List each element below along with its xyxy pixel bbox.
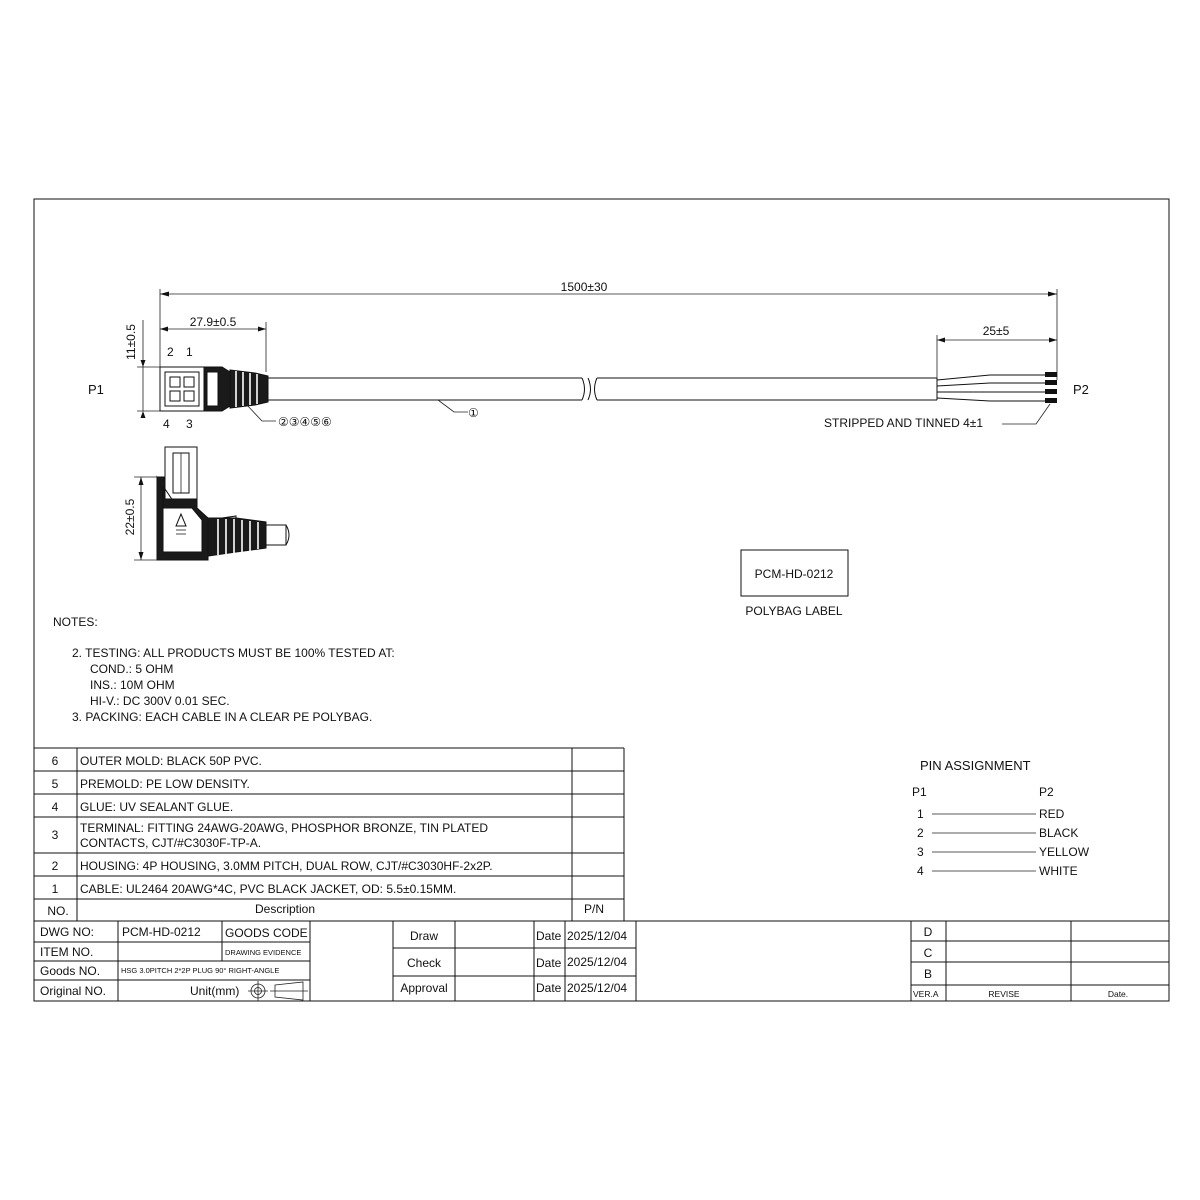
bom-row-desc-cont: CONTACTS, CJT/#C3030F-TP-A. — [80, 836, 261, 850]
date-label-draw: Date — [536, 929, 562, 943]
callout-leader-stripped — [1002, 403, 1051, 425]
connector-top-view — [159, 366, 269, 412]
revision-revise-label: REVISE — [988, 989, 1020, 999]
pin-row-p2: WHITE — [1039, 864, 1078, 878]
cable — [268, 377, 938, 401]
pin-row-p1: 1 — [917, 807, 924, 821]
callout-leader-parts — [245, 403, 276, 422]
revision-row-d: D — [924, 925, 933, 939]
date-label-check: Date — [536, 956, 562, 970]
stripped-note: STRIPPED AND TINNED 4±1 — [824, 416, 983, 430]
callout-parts: ②③④⑤⑥ — [278, 415, 332, 429]
pin-row-p2: YELLOW — [1039, 845, 1090, 859]
pin-assignment-title: PIN ASSIGNMENT — [920, 758, 1031, 773]
pin-row-p1: 2 — [917, 826, 924, 840]
bom-header-pn: P/N — [584, 902, 604, 916]
revision-row-b: B — [924, 967, 932, 981]
bom-row-no: 2 — [52, 859, 59, 873]
revision-row-c: C — [924, 946, 933, 960]
notes-line: INS.: 10M OHM — [90, 678, 175, 692]
check-label: Check — [407, 956, 442, 970]
polybag-label-box — [740, 549, 849, 597]
connector-side-view — [156, 446, 290, 561]
notes-line: HI-V.: DC 300V 0.01 SEC. — [90, 694, 230, 708]
goods-code-label: GOODS CODE — [225, 926, 308, 940]
date-label-approval: Date — [536, 981, 562, 995]
dim-connector-height: 11±0.5 — [124, 320, 160, 418]
pin-row-p1: 3 — [917, 845, 924, 859]
dwg-no-label: DWG NO: — [40, 925, 94, 939]
date-value-check: 2025/12/04 — [567, 955, 627, 969]
bom-row-desc: TERMINAL: FITTING 24AWG-20AWG, PHOSPHOR … — [80, 821, 488, 835]
notes-line: COND.: 5 OHM — [90, 662, 173, 676]
dim-total-length: 1500±30 — [159, 280, 1058, 380]
original-no-label: Original NO. — [40, 984, 106, 998]
bom-row-desc: GLUE: UV SEALANT GLUE. — [80, 800, 233, 814]
pin-assignment-col-p1: P1 — [912, 785, 927, 799]
pin-row-p1: 4 — [917, 864, 924, 878]
bom-row-desc: HOUSING: 4P HOUSING, 3.0MM PITCH, DUAL R… — [80, 859, 493, 873]
p1-label: P1 — [88, 382, 104, 397]
bom-row-no: 4 — [52, 800, 59, 814]
pin-row-p2: RED — [1039, 807, 1065, 821]
polybag-label-caption: POLYBAG LABEL — [745, 604, 842, 618]
bom-row-desc: CABLE: UL2464 20AWG*4C, PVC BLACK JACKET… — [80, 882, 456, 896]
dim-connector-height-text: 11±0.5 — [124, 324, 138, 360]
pin-assignment-col-p2: P2 — [1039, 785, 1054, 799]
revision-date-label: Date. — [1108, 989, 1128, 999]
pin-label-4: 4 — [163, 417, 170, 431]
date-value-draw: 2025/12/04 — [567, 929, 627, 943]
notes-title: NOTES: — [53, 615, 98, 629]
pin-row-p2: BLACK — [1039, 826, 1078, 840]
bom-table — [34, 747, 625, 921]
goods-no-label: Goods NO. — [40, 964, 100, 978]
dim-total-length-text: 1500±30 — [561, 280, 608, 294]
bom-row-no: 6 — [52, 754, 59, 768]
revision-ver-label: VER.A — [913, 989, 939, 999]
bom-header-description: Description — [255, 902, 315, 916]
dim-connector-length-text: 27.9±0.5 — [190, 315, 237, 329]
dim-side-height-text: 22±0.5 — [123, 498, 137, 535]
pin-label-2: 2 — [167, 345, 174, 359]
dim-strip-length: 25±5 — [936, 324, 1057, 380]
item-no-label: ITEM NO. — [40, 945, 93, 959]
projection-symbol-icon — [248, 981, 308, 1001]
dim-connector-length: 27.9±0.5 — [160, 315, 267, 372]
date-value-approval: 2025/12/04 — [567, 981, 627, 995]
callout-cable: ① — [468, 406, 479, 420]
bom-row-desc: OUTER MOLD: BLACK 50P PVC. — [80, 754, 262, 768]
dwg-no-value: PCM-HD-0212 — [122, 925, 201, 939]
p2-label: P2 — [1073, 382, 1089, 397]
draw-label: Draw — [410, 929, 438, 943]
polybag-part-number: PCM-HD-0212 — [755, 567, 834, 581]
unit-label: Unit(mm) — [190, 984, 239, 998]
bom-row-no: 3 — [52, 828, 59, 842]
dim-strip-length-text: 25±5 — [983, 324, 1010, 338]
pin-label-3: 3 — [186, 417, 193, 431]
pin-assignment-lines — [932, 813, 1036, 872]
stripped-wires — [936, 372, 1057, 403]
sheet-border — [33, 198, 1170, 1002]
drawing-evidence-label: DRAWING EVIDENCE — [225, 948, 301, 957]
callout-leader-cable — [437, 399, 468, 413]
notes-line: 2. TESTING: ALL PRODUCTS MUST BE 100% TE… — [72, 646, 395, 660]
approval-label: Approval — [400, 981, 447, 995]
notes-line: 3. PACKING: EACH CABLE IN A CLEAR PE POL… — [72, 710, 372, 724]
goods-description: HSG 3.0PITCH 2*2P PLUG 90° RIGHT-ANGLE — [121, 966, 279, 975]
bom-row-no: 1 — [52, 882, 59, 896]
title-block — [34, 920, 1169, 1001]
dim-side-height: 22±0.5 — [123, 476, 157, 561]
bom-row-no: 5 — [52, 777, 59, 791]
bom-row-desc: PREMOLD: PE LOW DENSITY. — [80, 777, 250, 791]
pin-label-1: 1 — [186, 345, 193, 359]
bom-header-no: NO. — [47, 904, 68, 918]
